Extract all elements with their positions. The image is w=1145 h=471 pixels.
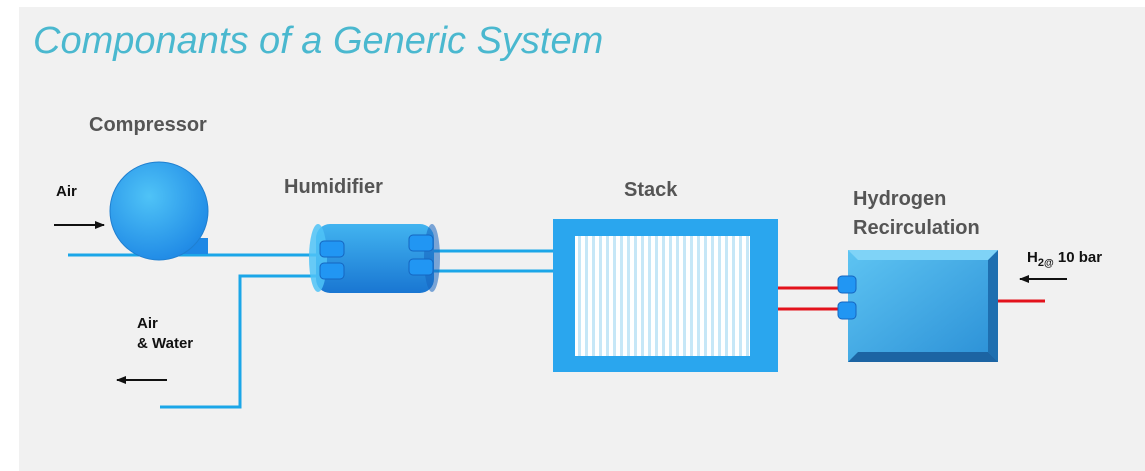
air-out-label-line1: Air <box>137 315 158 332</box>
stack-label: Stack <box>624 179 678 201</box>
humidifier-label: Humidifier <box>284 176 383 198</box>
h2-subscript: 2 <box>1037 257 1044 269</box>
hydrogen-pipes <box>778 286 1045 311</box>
h2-at: @ <box>1043 258 1054 269</box>
air-water-outlet-pipe <box>160 274 318 409</box>
humidifier-icon <box>309 224 440 293</box>
fuel-cell-stack-icon <box>553 219 778 372</box>
h2-pressure: 10 bar <box>1057 249 1103 266</box>
air-in-label: Air <box>56 183 77 200</box>
hydrogen-label-line1: Hydrogen <box>853 188 947 210</box>
air-pipes <box>68 249 555 409</box>
compressor-label: Compressor <box>89 114 207 136</box>
hydrogen-label-line2: Recirculation <box>853 217 980 239</box>
air-out-label-line2: & Water <box>137 335 194 352</box>
h2-symbol: H <box>1027 249 1038 266</box>
compressor-icon <box>109 161 209 261</box>
hydrogen-supply-label: H2@ 10 bar <box>1027 249 1102 269</box>
slide-title: Componants of a Generic System <box>33 20 604 62</box>
recirculation-box-icon <box>837 250 998 362</box>
